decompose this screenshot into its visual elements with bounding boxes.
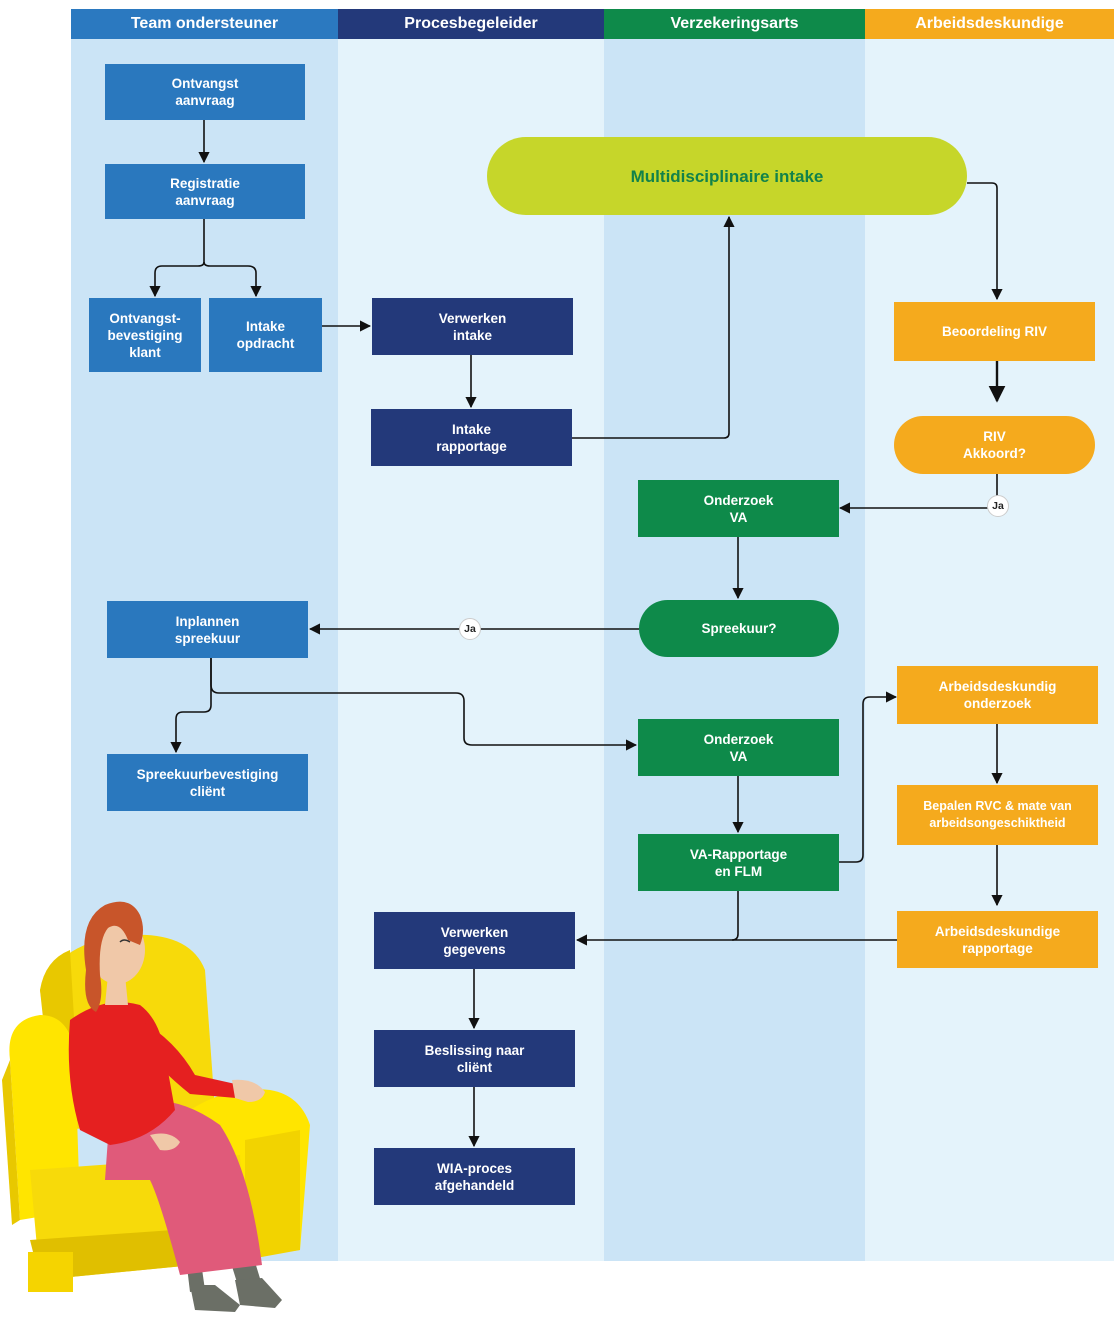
lane-bg-ad bbox=[865, 38, 1114, 1261]
node-registratie-aanvraag: Registratie aanvraag bbox=[105, 164, 305, 219]
node-onderzoek-va-2: Onderzoek VA bbox=[638, 719, 839, 776]
edge-inplannen-bevestiging bbox=[170, 658, 212, 754]
lane-header-arbeidsdeskundige: Arbeidsdeskundige bbox=[865, 9, 1114, 39]
node-arbeidsdeskundige-rapportage: Arbeidsdeskundige rapportage bbox=[897, 911, 1098, 968]
edge-riv-onderzoek bbox=[838, 474, 998, 514]
node-inplannen-spreekuur: Inplannen spreekuur bbox=[107, 601, 308, 658]
woman-in-armchair-illustration bbox=[2, 901, 310, 1312]
edge-rapportage-multi bbox=[572, 215, 735, 439]
lane-header-procesbegeleider: Procesbegeleider bbox=[338, 9, 604, 39]
node-intake-rapportage: Intake rapportage bbox=[371, 409, 572, 466]
edge-label-riv-ja: Ja bbox=[987, 495, 1009, 517]
node-beslissing-naar-client: Beslissing naar cliënt bbox=[374, 1030, 575, 1087]
node-intake-opdracht: Intake opdracht bbox=[209, 298, 322, 372]
node-spreekuurbevestiging-client: Spreekuurbevestiging cliënt bbox=[107, 754, 308, 811]
node-arbeidsdeskundig-onderzoek: Arbeidsdeskundig onderzoek bbox=[897, 666, 1098, 724]
node-multidisciplinaire-intake: Multidisciplinaire intake bbox=[487, 137, 967, 215]
edge-varapportage-join bbox=[731, 891, 739, 941]
node-ontvangstbevestiging-klant: Ontvangst- bevestiging klant bbox=[89, 298, 201, 372]
edge-registratie-split bbox=[155, 219, 205, 296]
node-wia-proces-afgehandeld: WIA-proces afgehandeld bbox=[374, 1148, 575, 1205]
edge-inplannen-onderzoek2 bbox=[210, 658, 638, 751]
node-beoordeling-riv: Beoordeling RIV bbox=[894, 302, 1095, 361]
node-riv-akkoord-decision: RIV Akkoord? bbox=[894, 416, 1095, 474]
node-va-rapportage-flm: VA-Rapportage en FLM bbox=[638, 834, 839, 891]
node-ontvangst-aanvraag: Ontvangst aanvraag bbox=[105, 64, 305, 120]
edge-rapportage-ad bbox=[839, 691, 898, 863]
node-verwerken-gegevens: Verwerken gegevens bbox=[374, 912, 575, 969]
node-verwerken-intake: Verwerken intake bbox=[372, 298, 573, 355]
node-spreekuur-decision: Spreekuur? bbox=[639, 600, 839, 657]
lane-header-verzekeringsarts: Verzekeringsarts bbox=[604, 9, 865, 39]
edge-registratie-intake bbox=[203, 261, 262, 298]
edge-multi-beoordeling bbox=[967, 182, 1003, 301]
node-onderzoek-va-1: Onderzoek VA bbox=[638, 480, 839, 537]
lane-header-team: Team ondersteuner bbox=[71, 9, 338, 39]
edge-label-spreekuur-ja: Ja bbox=[459, 618, 481, 640]
node-bepalen-rvc: Bepalen RVC & mate van arbeidsongeschikt… bbox=[897, 785, 1098, 845]
